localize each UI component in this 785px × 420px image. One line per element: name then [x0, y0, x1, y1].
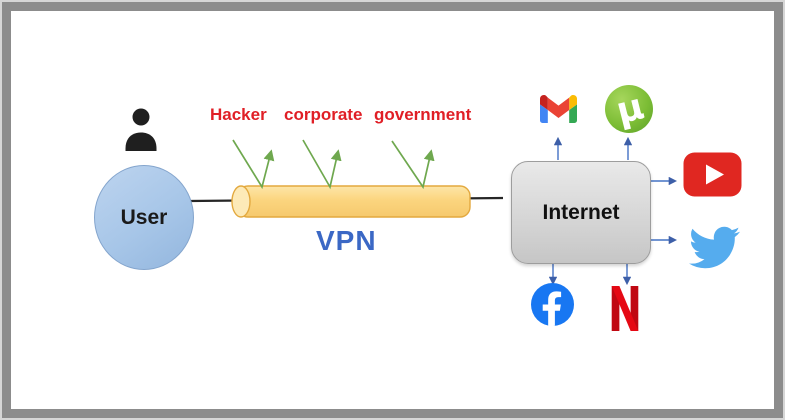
internet-node: Internet: [511, 161, 651, 264]
deflected-arrow-government: [391, 140, 435, 190]
user-label: User: [120, 205, 168, 229]
user-node: User: [94, 165, 194, 270]
threat-label-corporate: corporate: [284, 105, 363, 124]
deflected-arrow-corporate: [302, 139, 342, 190]
person-icon: [125, 108, 157, 151]
facebook-icon: [531, 283, 574, 326]
netflix-icon: [611, 286, 639, 331]
vpn-label: VPN: [316, 225, 377, 256]
youtube-icon: [683, 152, 742, 197]
gmail-icon: [540, 95, 577, 123]
deflected-arrow-hacker: [232, 139, 275, 190]
threat-label-government: government: [374, 105, 472, 124]
vpn-tunnel: [231, 185, 471, 218]
utorrent-icon: µ: [605, 85, 653, 133]
internet-label: Internet: [542, 200, 620, 224]
threat-label-hacker: Hacker: [210, 105, 267, 124]
twitter-icon: [689, 226, 740, 269]
tunnel-end-cap: [231, 185, 251, 218]
